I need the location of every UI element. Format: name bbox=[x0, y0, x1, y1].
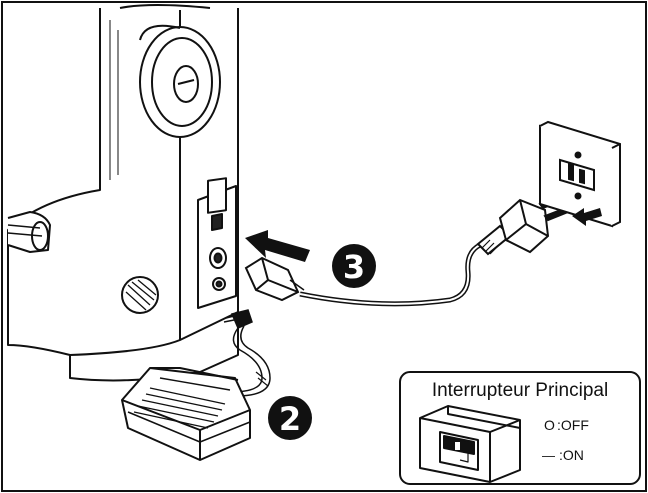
on-symbol: — bbox=[542, 448, 555, 463]
callout-2: 2 bbox=[268, 396, 312, 440]
switch-legend-title: Interrupteur Principal bbox=[432, 380, 608, 401]
on-label: :ON bbox=[559, 447, 584, 463]
sewing-machine bbox=[7, 4, 239, 382]
switch-legend-panel: Interrupteur Principal O :OFF — :ON bbox=[399, 371, 641, 485]
wall-outlet bbox=[539, 120, 621, 228]
callout-3: 3 bbox=[332, 244, 376, 288]
callout-3-number: 3 bbox=[343, 248, 365, 286]
arrow-left-icon bbox=[572, 208, 602, 226]
insert-arrow-icon bbox=[245, 230, 310, 262]
rocker-switch-icon bbox=[419, 405, 521, 483]
off-symbol: O bbox=[544, 417, 555, 433]
off-label: :OFF bbox=[557, 417, 589, 433]
foot-control-cord bbox=[223, 309, 271, 397]
callout-2-number: 2 bbox=[279, 400, 301, 438]
foot-pedal bbox=[121, 367, 251, 461]
